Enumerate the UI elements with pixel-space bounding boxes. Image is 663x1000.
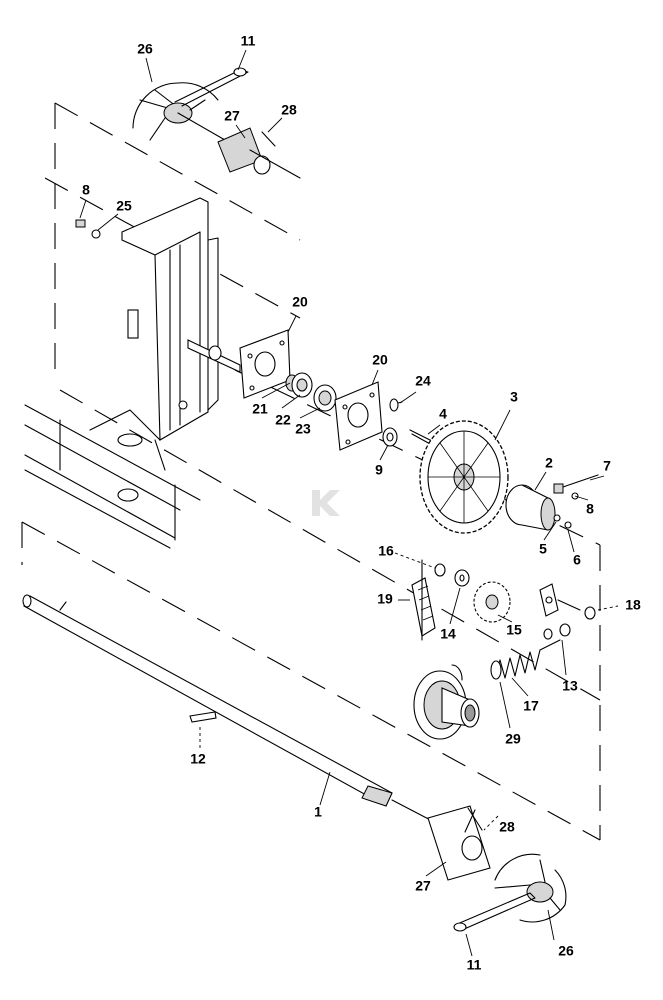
clutch-hub-29 (413, 664, 480, 740)
bolt-7-nut-8 (553, 474, 599, 500)
part-label-28-top: 28 (281, 102, 297, 118)
watermark-logo (312, 490, 340, 516)
chain-19 (411, 559, 436, 641)
leader-lines (79, 49, 619, 957)
key-12 (189, 711, 217, 723)
washer-14 (454, 569, 470, 587)
sprocket-15 (473, 581, 511, 623)
pin-28-top (261, 131, 276, 147)
bracket-27-top (217, 127, 301, 179)
pin-28-bottom (467, 807, 483, 831)
sprocket-3 (419, 420, 509, 534)
part-label-6: 6 (573, 552, 581, 568)
part-label-12: 12 (190, 751, 206, 767)
part-label-23: 23 (295, 421, 311, 437)
frame-shaft-stub (187, 339, 241, 373)
part-labels: 26 11 27 28 8 25 20 20 24 3 21 22 23 4 9… (82, 33, 641, 973)
washers-5-6 (553, 514, 572, 529)
part-label-24: 24 (415, 373, 431, 389)
part-label-11-top: 11 (241, 33, 256, 49)
part-label-20-left: 20 (292, 294, 308, 310)
part-label-27-top: 27 (224, 108, 240, 124)
part-label-4: 4 (439, 406, 447, 422)
part-label-14: 14 (440, 626, 456, 642)
part-label-16: 16 (378, 543, 394, 559)
washer-18 (584, 606, 596, 620)
pin-11-bottom (453, 892, 536, 932)
part-label-18: 18 (625, 597, 641, 613)
washer-16 (434, 563, 446, 577)
part-label-19: 19 (377, 591, 393, 607)
tensioner-arm (539, 583, 581, 617)
part-label-26-top: 26 (137, 41, 153, 57)
part-label-11-bottom: 11 (467, 957, 482, 973)
crank-26-top (132, 82, 226, 141)
part-label-13: 13 (562, 678, 578, 694)
part-label-28-bottom: 28 (499, 819, 515, 835)
main-shaft-1 (22, 594, 441, 826)
nut-8-top (75, 219, 101, 239)
part-label-21: 21 (252, 401, 268, 417)
part-label-22: 22 (275, 412, 291, 428)
bearing-plate-20-left (239, 329, 291, 399)
part-label-3: 3 (510, 389, 518, 405)
part-label-8-right: 8 (586, 501, 594, 517)
part-label-15: 15 (506, 622, 522, 638)
side-frame (121, 197, 219, 471)
part-label-9: 9 (375, 462, 383, 478)
bearing-21-22-23 (285, 372, 337, 412)
part-label-17: 17 (523, 698, 539, 714)
hub-2 (505, 484, 556, 531)
bracket-27-bottom (427, 805, 491, 881)
bearing-plate-20-right (334, 381, 383, 451)
pin-11-top (174, 67, 249, 107)
lower-frame-rail (24, 404, 201, 549)
part-label-7: 7 (603, 458, 611, 474)
part-label-25: 25 (116, 198, 132, 214)
crank-26-bottom (494, 853, 567, 923)
washer-9 (382, 427, 398, 447)
part-label-27-bottom: 27 (415, 878, 431, 894)
washer-13 (543, 623, 571, 640)
part-label-29: 29 (505, 731, 521, 747)
part-label-2: 2 (545, 455, 553, 471)
bolt-24 (389, 398, 403, 412)
part-label-1: 1 (314, 804, 322, 820)
part-label-26-bottom: 26 (558, 943, 574, 959)
part-label-20-right: 20 (372, 352, 388, 368)
part-label-8-top: 8 (82, 182, 90, 198)
part-label-5: 5 (539, 541, 547, 557)
spring-17 (490, 639, 561, 680)
